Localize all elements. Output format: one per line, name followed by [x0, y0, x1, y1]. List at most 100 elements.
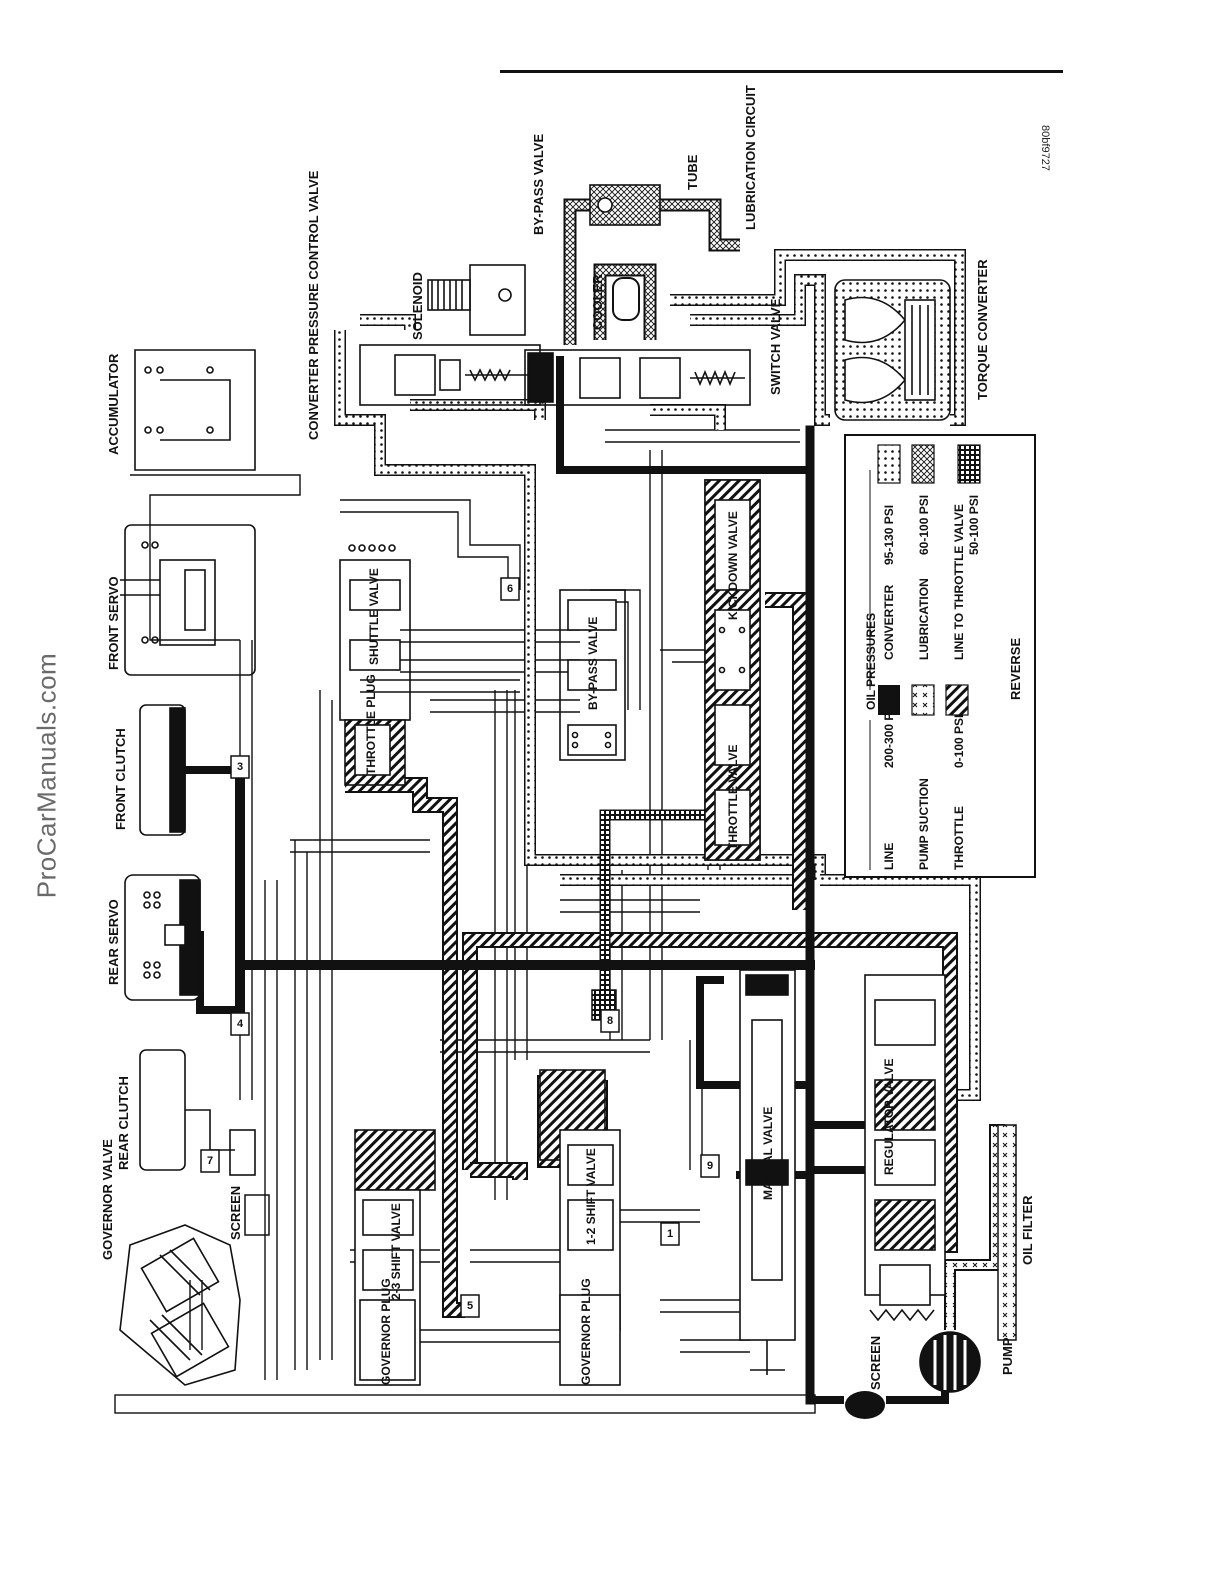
circuit-marker-5: 5 — [460, 1294, 480, 1318]
label-governor-valve: GOVERNOR VALVE — [100, 1139, 115, 1260]
label-torque-converter: TORQUE CONVERTER — [975, 259, 990, 400]
legend-entry-line-to-throttle: LINE TO THROTTLE VALVE 50-100 PSI — [952, 444, 981, 660]
legend-swatch-converter — [877, 444, 901, 484]
label-accumulator: ACCUMULATOR — [106, 353, 121, 455]
shuttle-valve — [339, 544, 411, 721]
legend-mode: REVERSE — [1008, 638, 1023, 700]
label-converter-pressure-control-valve: CONVERTER PRESSURE CONTROL VALVE — [306, 170, 321, 440]
legend-swatch-pump-suction — [911, 684, 935, 716]
label-tube: TUBE — [685, 154, 700, 190]
circuit-number-6: 6 — [507, 583, 513, 595]
legend-entry-throttle-pressure: 0-100 PSI — [952, 715, 966, 768]
circuit-number-9: 9 — [707, 1160, 713, 1172]
label-governor-plug-1: GOVERNOR PLUG — [379, 1278, 393, 1385]
screen-upper-fitting — [244, 1194, 270, 1236]
legend-entry-throttle: THROTTLE 0-100 PSI — [945, 684, 969, 870]
converter-passages — [334, 249, 981, 1101]
label-shuttle-valve: SHUTTLE VALVE — [367, 568, 381, 665]
front-clutch — [139, 704, 186, 836]
legend-swatch-line-to-throttle — [957, 444, 981, 484]
label-throttle-valve: THROTTLE VALVE — [726, 744, 740, 850]
accumulator — [134, 349, 256, 471]
governor-plug-2 — [559, 1294, 621, 1386]
label-by-pass-valve-top: BY-PASS VALVE — [531, 134, 546, 235]
circuit-marker-3: 3 — [230, 755, 250, 779]
legend-entry-throttle-name: THROTTLE — [952, 806, 966, 870]
circuit-number-5: 5 — [467, 1300, 473, 1312]
switch-valve — [524, 349, 751, 406]
legend-entry-converter-pressure: 95-130 PSI — [882, 505, 896, 565]
legend-entry-line-name: LINE — [882, 843, 896, 870]
label-screen-upper: SCREEN — [228, 1186, 243, 1240]
legend-entry-converter: CONVERTER 95-130 PSI — [877, 444, 901, 660]
lubrication-passages — [563, 198, 740, 345]
header-rule — [500, 70, 1063, 73]
label-pump: PUMP — [1000, 1337, 1015, 1375]
rear-clutch — [139, 1049, 256, 1176]
rear-servo — [124, 874, 201, 1001]
legend-swatch-line — [878, 685, 900, 715]
legend-entry-pump-suction: PUMP SUCTION — [911, 684, 935, 870]
circuit-marker-6: 6 — [500, 577, 520, 601]
circuit-marker-9: 9 — [700, 1154, 720, 1178]
label-2-3-shift-valve: 2-3 SHIFT VALVE — [389, 1203, 403, 1300]
circuit-number-1: 1 — [667, 1228, 673, 1240]
legend-entry-line-to-throttle-pressure: 50-100 PSI — [967, 495, 981, 555]
torque-converter — [834, 279, 951, 421]
label-lubrication-circuit: LUBRICATION CIRCUIT — [743, 85, 758, 230]
label-front-servo: FRONT SERVO — [106, 576, 121, 670]
bypass-valve-top — [589, 184, 661, 226]
label-by-pass-valve: BY-PASS VALVE — [586, 617, 600, 710]
legend-swatch-lubrication — [911, 444, 935, 484]
circuit-marker-7: 7 — [200, 1149, 220, 1173]
oil-pressure-legend: OIL PRESSURES LINE 200-300 PSI PUMP SUCT… — [844, 434, 1036, 878]
label-oil-filter: OIL FILTER — [1020, 1195, 1035, 1265]
legend-entry-line-to-throttle-name: LINE TO THROTTLE VALVE — [952, 504, 966, 660]
label-solenoid: SOLENOID — [410, 272, 425, 340]
pump-suction-passages — [944, 1124, 1017, 1341]
legend-entry-line: LINE 200-300 PSI — [878, 685, 900, 870]
screen-lower — [845, 1391, 885, 1419]
label-manual-valve: MANUAL VALVE — [761, 1107, 775, 1200]
label-screen-lower: SCREEN — [868, 1336, 883, 1390]
label-front-clutch: FRONT CLUTCH — [113, 728, 128, 830]
legend-entry-pump-suction-name: PUMP SUCTION — [917, 778, 931, 870]
throttle-plug — [344, 719, 406, 786]
front-servo — [120, 524, 256, 676]
legend-swatch-throttle — [945, 684, 969, 716]
bypass-valve — [559, 589, 626, 761]
governor-valve — [119, 1224, 241, 1386]
label-regulator-valve: REGULATOR VALVE — [882, 1059, 896, 1175]
label-rear-clutch: REAR CLUTCH — [116, 1076, 131, 1170]
circuit-marker-4: 4 — [230, 1012, 250, 1036]
legend-title: OIL PRESSURES — [864, 613, 878, 710]
legend-entry-lubrication-name: LUBRICATION — [917, 578, 931, 660]
solenoid — [427, 264, 526, 336]
circuit-marker-1: 1 — [660, 1222, 680, 1246]
label-rear-servo: REAR SERVO — [106, 899, 121, 985]
legend-entry-lubrication: LUBRICATION 60-100 PSI — [911, 444, 935, 660]
circuit-markers: 1 3 4 5 6 7 8 9 — [200, 577, 720, 1318]
pump — [919, 1331, 981, 1393]
governor-plug-1 — [359, 1299, 416, 1381]
circuit-number-4: 4 — [237, 1018, 244, 1030]
circuit-marker-8: 8 — [600, 1009, 620, 1033]
circuit-number-7: 7 — [207, 1155, 213, 1167]
legend-entry-line-pressure: 200-300 PSI — [882, 701, 896, 768]
regulator-valve — [864, 974, 946, 1322]
kickdown-throttle-valve — [704, 479, 761, 861]
label-kickdown-valve: KICKDOWN VALVE — [726, 511, 740, 620]
label-cooler: COOLER — [590, 274, 605, 330]
circuit-number-3: 3 — [237, 761, 243, 773]
label-throttle-plug: THROTTLE PLUG — [364, 674, 378, 775]
component-labels: GOVERNOR VALVE SCREEN REAR CLUTCH REAR S… — [100, 85, 1035, 1390]
legend-entry-lubrication-pressure: 60-100 PSI — [917, 495, 931, 555]
label-governor-plug-2: GOVERNOR PLUG — [579, 1278, 593, 1385]
manual-valve — [739, 969, 796, 1375]
circuit-number-8: 8 — [607, 1015, 613, 1027]
label-1-2-shift-valve: 1-2 SHIFT VALVE — [584, 1148, 598, 1245]
throttle-passages — [345, 592, 958, 1318]
legend-entry-converter-name: CONVERTER — [882, 584, 896, 660]
label-switch-valve: SWITCH VALVE — [768, 298, 783, 395]
